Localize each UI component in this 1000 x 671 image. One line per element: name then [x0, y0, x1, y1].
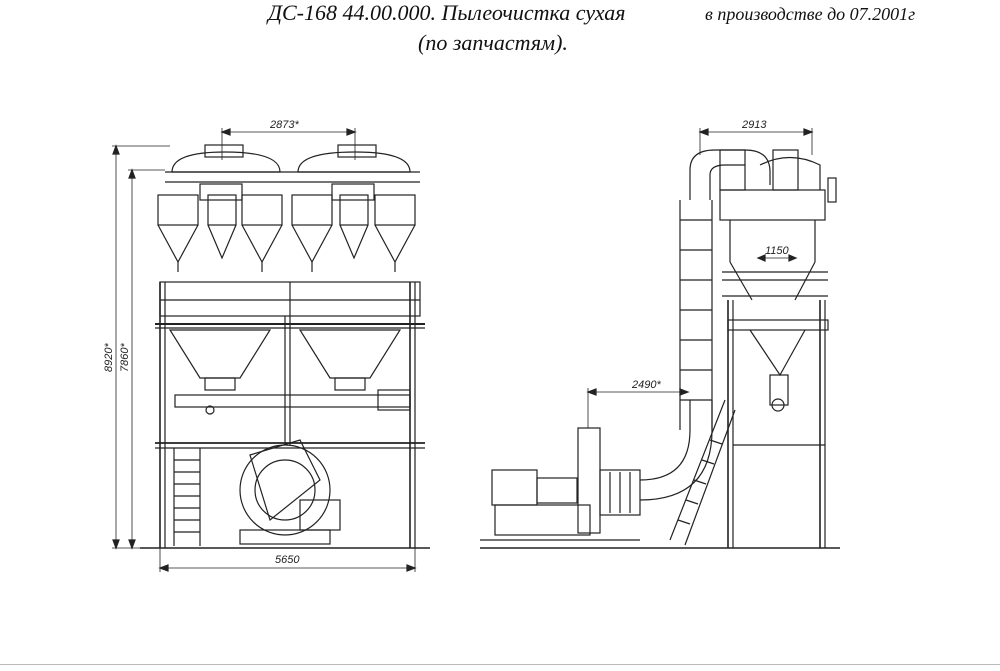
hopper-left — [168, 329, 272, 379]
flange-right — [331, 183, 375, 201]
side-view: 1150 — [480, 119, 840, 549]
side-stair — [669, 399, 736, 546]
side-ladder — [679, 200, 713, 430]
dim-base-width: 5650 — [275, 554, 300, 566]
dim-fan-offset: 2490* — [631, 379, 661, 391]
cyclone-group — [157, 194, 416, 272]
flange-left — [199, 183, 243, 201]
front-view: 2873* 8920* 7860* 5650 — [103, 119, 430, 572]
dim-side-width: 2913 — [741, 119, 767, 131]
dim-platform-height: 7860* — [119, 343, 131, 372]
inlet-box-right — [337, 144, 377, 158]
drawing-subtitle: (по запчастям). — [418, 30, 568, 55]
dim-front-spacing: 2873* — [269, 119, 299, 131]
side-fan — [577, 427, 601, 534]
inlet-duct — [689, 149, 745, 200]
front-ladder — [173, 448, 201, 546]
production-note: в производстве до 07.2001г — [705, 4, 916, 24]
screw-conveyor — [174, 394, 411, 408]
dim-cyclone-diameter: 1150 — [765, 245, 790, 257]
drawing-title: ДС-168 44.00.000. Пылеочистка сухая — [268, 0, 626, 25]
dome-left — [171, 151, 281, 173]
dome-right — [297, 151, 411, 173]
page-divider — [0, 664, 1000, 665]
inlet-box-left — [204, 144, 244, 158]
dim-total-height: 8920* — [103, 343, 115, 372]
hopper-right — [298, 329, 402, 379]
front-fan — [239, 444, 331, 536]
motor — [491, 469, 538, 506]
